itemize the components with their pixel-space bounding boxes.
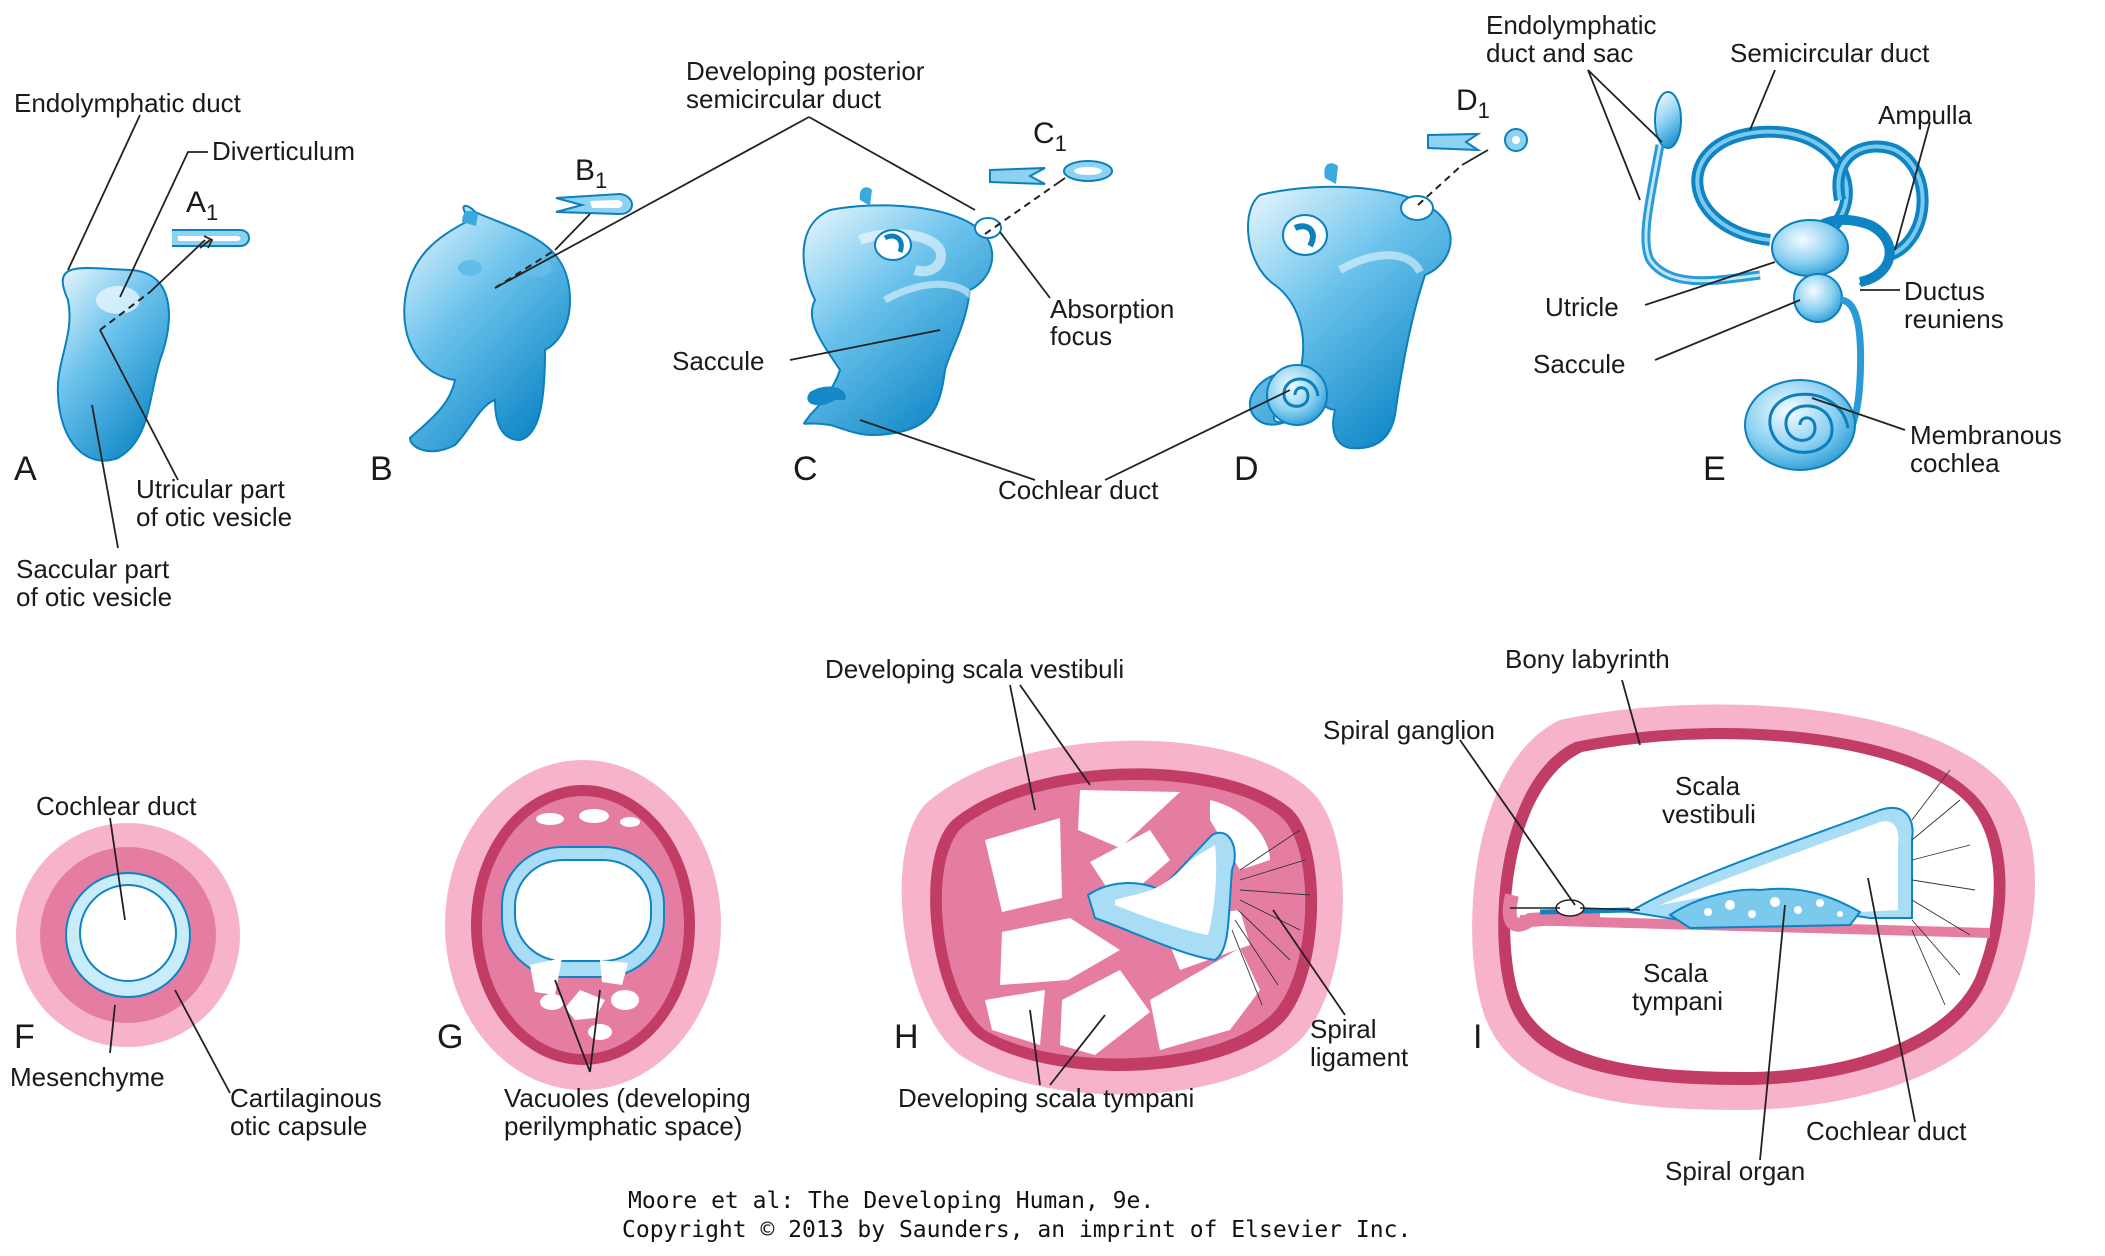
otic-vesicle-c <box>802 187 1002 436</box>
leader-lines <box>67 69 1931 1161</box>
label-scala-vestibuli-1: Scala <box>1675 771 1741 801</box>
section-label-a1: A1 <box>186 186 218 225</box>
label-utricular-part-2: of otic vesicle <box>136 502 292 532</box>
label-saccule-c: Saccule <box>672 346 765 376</box>
label-membranous-cochlea-2: cochlea <box>1910 448 2000 478</box>
panel-letter-g: G <box>437 1018 463 1056</box>
panel-letter-b: B <box>370 450 393 488</box>
label-scala-tympani-1: Scala <box>1643 958 1709 988</box>
figure-credit: Moore et al: The Developing Human, 9e. C… <box>622 1188 1411 1243</box>
credit-line-1: Moore et al: The Developing Human, 9e. <box>628 1188 1154 1214</box>
otic-vesicle-b <box>403 204 572 453</box>
panel-letter-d: D <box>1234 450 1259 488</box>
label-spiral-ligament-1: Spiral <box>1310 1014 1376 1044</box>
panel-letter-e: E <box>1703 450 1726 488</box>
label-endolymphatic-sac-2: duct and sac <box>1486 38 1633 68</box>
label-scala-vestibuli-2: vestibuli <box>1662 799 1756 829</box>
label-ductus-reuniens-1: Ductus <box>1904 276 1985 306</box>
label-developing-scala-tympani: Developing scala tympani <box>898 1083 1194 1113</box>
label-absorption-2: focus <box>1050 321 1112 351</box>
label-utricle: Utricle <box>1545 292 1619 322</box>
section-c1-icon <box>989 160 1113 185</box>
figure-labels: Endolymphatic duct Diverticulum Utricula… <box>10 10 2062 1186</box>
section-label-d1: D1 <box>1456 84 1490 123</box>
membranous-labyrinth-e <box>1641 91 1929 471</box>
panel-letter-f: F <box>14 1018 35 1056</box>
label-spiral-organ: Spiral organ <box>1665 1156 1805 1186</box>
panel-letter-h: H <box>894 1018 919 1056</box>
label-semicircular-duct: Semicircular duct <box>1730 38 1930 68</box>
label-diverticulum: Diverticulum <box>212 136 355 166</box>
label-ductus-reuniens-2: reuniens <box>1904 304 2004 334</box>
section-b1-icon <box>555 192 633 216</box>
otic-vesicle-d <box>1247 163 1452 450</box>
credit-line-2: Copyright © 2013 by Saunders, an imprint… <box>622 1217 1411 1243</box>
label-membranous-cochlea-1: Membranous <box>1910 420 2062 450</box>
panel-letter-i: I <box>1473 1018 1482 1056</box>
cross-section-g <box>445 760 721 1090</box>
cross-section-i <box>1472 704 2035 1110</box>
cross-section-f <box>16 823 240 1047</box>
label-developing-posterior-1: Developing posterior <box>686 56 925 86</box>
label-cochlear-duct-i: Cochlear duct <box>1806 1116 1967 1146</box>
label-vacuoles-2: perilymphatic space) <box>504 1111 742 1141</box>
label-bony-labyrinth: Bony labyrinth <box>1505 644 1670 674</box>
label-scala-tympani-2: tympani <box>1632 986 1723 1016</box>
label-spiral-ligament-2: ligament <box>1310 1042 1409 1072</box>
section-labels: A1 B1 C1 D1 <box>186 84 1490 225</box>
section-label-b1: B1 <box>575 154 607 193</box>
panel-letter-c: C <box>793 450 818 488</box>
label-saccular-part-2: of otic vesicle <box>16 582 172 612</box>
section-d1-icon <box>1427 128 1528 152</box>
label-spiral-ganglion: Spiral ganglion <box>1323 715 1495 745</box>
label-endolymphatic-sac-1: Endolymphatic <box>1486 10 1657 40</box>
label-ampulla: Ampulla <box>1878 100 1972 130</box>
label-saccular-part-1: Saccular part <box>16 554 170 584</box>
section-label-c1: C1 <box>1033 117 1067 156</box>
label-cochlear-duct-cd: Cochlear duct <box>998 475 1159 505</box>
label-cartilaginous-1: Cartilaginous <box>230 1083 382 1113</box>
label-saccule-e: Saccule <box>1533 349 1626 379</box>
panel-letter-a: A <box>14 450 37 488</box>
label-absorption-1: Absorption <box>1050 294 1174 324</box>
label-mesenchyme: Mesenchyme <box>10 1062 165 1092</box>
panel-letters: A B C D E F G H I <box>14 450 1726 1056</box>
label-vacuoles-1: Vacuoles (developing <box>504 1083 751 1113</box>
label-cartilaginous-2: otic capsule <box>230 1111 367 1141</box>
label-endolymphatic-duct: Endolymphatic duct <box>14 88 242 118</box>
cross-section-h <box>901 740 1343 1095</box>
label-utricular-part-1: Utricular part <box>136 474 286 504</box>
section-a1-icon <box>172 229 250 247</box>
label-developing-scala-vestibuli: Developing scala vestibuli <box>825 654 1124 684</box>
label-cochlear-duct-f: Cochlear duct <box>36 791 197 821</box>
label-developing-posterior-2: semicircular duct <box>686 84 882 114</box>
